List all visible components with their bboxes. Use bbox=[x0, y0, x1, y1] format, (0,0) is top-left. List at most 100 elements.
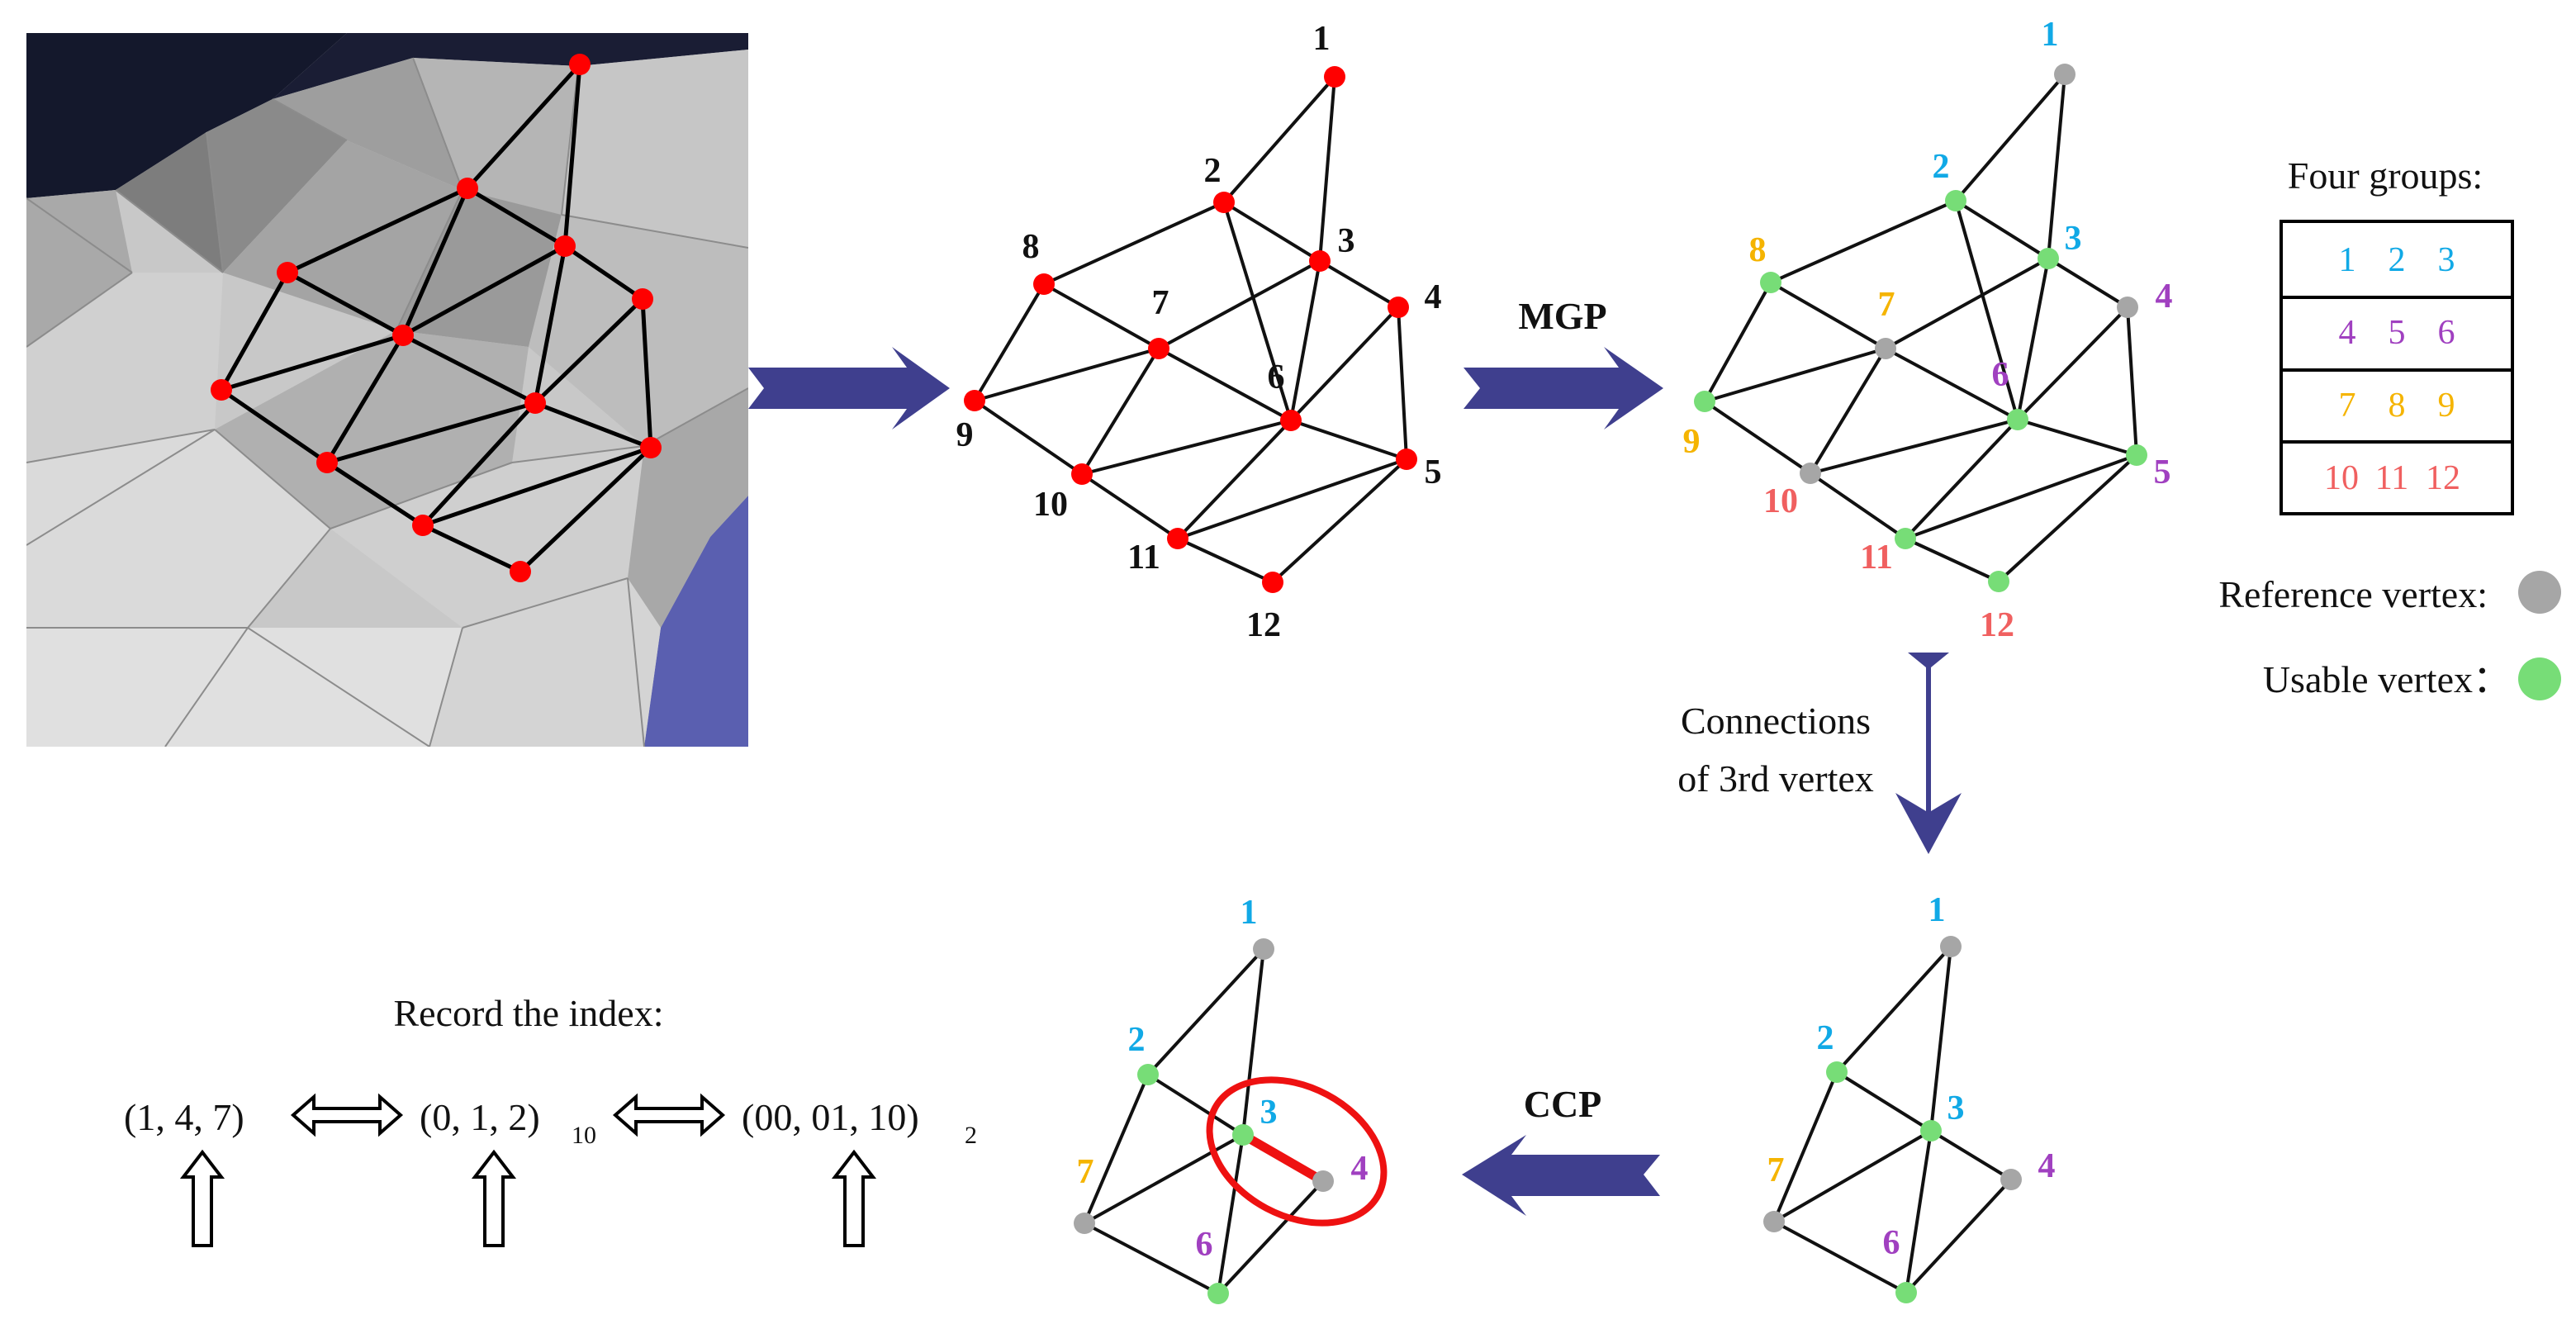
mesh-vertex bbox=[524, 392, 546, 414]
vertex-label: 8 bbox=[1022, 228, 1040, 266]
mesh-edge bbox=[420, 445, 653, 528]
graph-edge bbox=[1954, 73, 2066, 202]
mesh-vertex bbox=[277, 262, 298, 283]
vertex-label: 6 bbox=[1268, 358, 1285, 396]
graph-edge bbox=[1703, 281, 1772, 403]
vertex-label: 7 bbox=[1767, 1151, 1785, 1189]
mgp-label: MGP bbox=[1518, 295, 1606, 337]
graph-edge bbox=[1080, 347, 1160, 476]
graph-edge bbox=[1271, 458, 1408, 584]
graph-edge bbox=[1772, 1070, 1838, 1223]
graph-edge bbox=[973, 282, 1046, 402]
mesh-edge bbox=[533, 244, 567, 406]
vertex-label: 6 bbox=[1883, 1224, 1900, 1262]
group-member: 5 bbox=[2389, 314, 2406, 352]
process-arrow-1 bbox=[748, 347, 950, 430]
group-member: 1 bbox=[2339, 241, 2356, 279]
vertex-label: 10 bbox=[1763, 482, 1798, 520]
vertex-label: 9 bbox=[956, 416, 974, 454]
mesh-edge bbox=[325, 401, 538, 465]
group-member: 9 bbox=[2438, 387, 2455, 425]
mesh-edge bbox=[219, 387, 330, 465]
vertex-label: 8 bbox=[1749, 231, 1767, 269]
vertex-label: 7 bbox=[1152, 284, 1169, 322]
mesh-edge bbox=[285, 186, 470, 275]
graph-edge bbox=[2016, 257, 2050, 421]
vertex-label: 5 bbox=[2154, 453, 2171, 491]
graph-edge bbox=[1146, 947, 1265, 1076]
connections-label-line2: of 3rd vertex bbox=[1677, 757, 1874, 800]
graph-vertex bbox=[1309, 250, 1331, 272]
vertex-label: 4 bbox=[1351, 1150, 1369, 1188]
graph-edge bbox=[2126, 306, 2138, 457]
graph-vertex bbox=[1396, 449, 1417, 470]
vertex-label: 2 bbox=[1204, 152, 1222, 190]
mesh-edge bbox=[640, 297, 653, 450]
legend-title: Four groups: bbox=[2288, 154, 2483, 197]
mesh-vertex bbox=[569, 54, 591, 75]
up-arrow-icon bbox=[179, 1149, 225, 1247]
group-member: 11 bbox=[2375, 459, 2408, 497]
mesh-edge bbox=[219, 270, 290, 392]
graph-vertex bbox=[1895, 1282, 1917, 1303]
graph-edge bbox=[1772, 1129, 1933, 1223]
mesh-vertex bbox=[510, 561, 531, 582]
mesh-edge bbox=[465, 186, 567, 249]
mesh-edge bbox=[562, 62, 582, 249]
vertex-label: 3 bbox=[1947, 1089, 1965, 1127]
graph-edge bbox=[1042, 201, 1226, 286]
mesh-edge bbox=[562, 244, 645, 301]
mesh-vertex bbox=[316, 452, 338, 473]
record-index-title: Record the index: bbox=[393, 992, 663, 1034]
record-index: Record the index: (1, 4, 7) (0, 1, 2) 10… bbox=[124, 992, 977, 1247]
vertex-label: 10 bbox=[1033, 486, 1068, 524]
vertex-label: 2 bbox=[1128, 1021, 1146, 1059]
graph-edge bbox=[1809, 347, 1887, 475]
usable-vertex-label: Usable vertex： bbox=[2263, 658, 2511, 700]
vertex-label: 12 bbox=[1980, 606, 2014, 644]
graph-vertex bbox=[2007, 409, 2028, 430]
graph-vertex bbox=[1826, 1061, 1848, 1083]
graph-vertex bbox=[1071, 463, 1093, 485]
mesh-edge bbox=[401, 186, 470, 338]
graph-edge bbox=[1905, 1129, 1933, 1294]
groups-table bbox=[2279, 220, 2514, 515]
graph-vertex bbox=[2126, 444, 2147, 466]
graph-edge bbox=[973, 399, 1084, 476]
graph-edge bbox=[1318, 259, 1400, 309]
mesh-vertex bbox=[392, 325, 414, 346]
graph-edge bbox=[1772, 1220, 1908, 1294]
graph-vertex bbox=[1207, 1283, 1229, 1304]
graph-edge bbox=[1954, 199, 2050, 260]
graph-vertex bbox=[2054, 64, 2076, 85]
graph-edge bbox=[1176, 537, 1274, 584]
vertex-label: 6 bbox=[1992, 356, 2009, 394]
group-member: 3 bbox=[2438, 241, 2455, 279]
highlight-edge bbox=[1238, 1130, 1328, 1186]
group-member: 4 bbox=[2339, 314, 2356, 352]
up-arrow-icon bbox=[831, 1149, 877, 1247]
graph-edge bbox=[1397, 306, 1408, 461]
graph-edge bbox=[1904, 537, 2000, 583]
mesh-vertex bbox=[211, 379, 232, 401]
graph-edge bbox=[1217, 1179, 1325, 1295]
vertex-label: 9 bbox=[1683, 423, 1701, 461]
graph-edge bbox=[1929, 945, 1952, 1132]
mesh-photo bbox=[26, 33, 748, 747]
vertex-label: 1 bbox=[2042, 16, 2059, 54]
graph-edge bbox=[1157, 347, 1293, 422]
group-member: 6 bbox=[2438, 314, 2455, 352]
graph-edge bbox=[1904, 418, 2019, 540]
graph-vertex bbox=[1800, 463, 1821, 484]
mesh-overlay bbox=[211, 54, 662, 582]
vertex-label: 11 bbox=[1860, 539, 1893, 577]
graph-edge bbox=[1289, 419, 1408, 461]
graph-edge bbox=[1080, 419, 1293, 476]
graph-vertex bbox=[1253, 938, 1274, 960]
mesh-edge bbox=[533, 297, 645, 406]
graph-vertex bbox=[1945, 190, 1966, 211]
vertex-label: 11 bbox=[1127, 539, 1160, 577]
